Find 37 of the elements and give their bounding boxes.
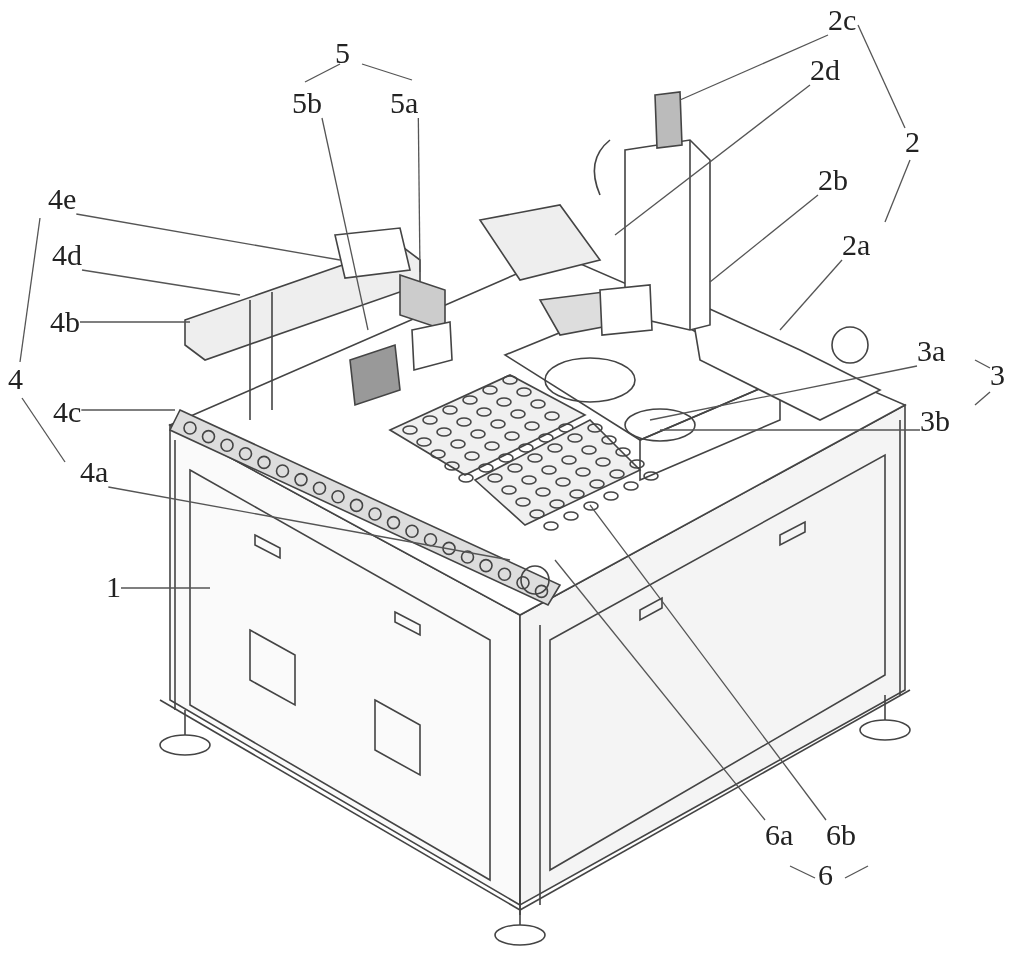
callout-number: 4d (52, 240, 82, 270)
callout-number: 2b (818, 165, 848, 195)
callout-number: 2a (842, 230, 871, 260)
leader-line (75, 213, 341, 261)
leader-line (107, 486, 511, 561)
callout-number: 6b (826, 820, 856, 850)
callout-number: 4e (48, 184, 77, 214)
callout-number: 4 (8, 364, 23, 394)
callout-number: 6a (765, 820, 794, 850)
callout-number: 2 (905, 127, 920, 157)
leader-line (659, 429, 921, 431)
leader-line (81, 269, 241, 296)
leader-line (614, 84, 811, 236)
callout-number: 4a (80, 457, 109, 487)
leader-line (79, 321, 191, 323)
leader-line (120, 587, 211, 589)
leader-line (779, 259, 843, 331)
leader-line (589, 504, 827, 821)
leader-line (649, 365, 918, 421)
callout-number: 5 (335, 38, 350, 68)
leader-line (80, 409, 176, 411)
callout-number: 3b (920, 406, 950, 436)
callout-number: 1 (106, 572, 121, 602)
callout-number: 5a (390, 88, 419, 118)
callout-number: 4b (50, 307, 80, 337)
callout-number: 4c (53, 397, 82, 427)
leader-line (554, 559, 766, 821)
callout-number: 3 (990, 360, 1005, 390)
leader-line (417, 117, 421, 273)
callout-number: 2c (828, 5, 857, 35)
callout-number: 3a (917, 336, 946, 366)
leader-line (679, 34, 829, 101)
callout-number: 6 (818, 860, 833, 890)
leader-line (709, 194, 819, 283)
callout-number: 5b (292, 88, 322, 118)
callout-number: 2d (810, 55, 840, 85)
leader-line (321, 117, 369, 331)
